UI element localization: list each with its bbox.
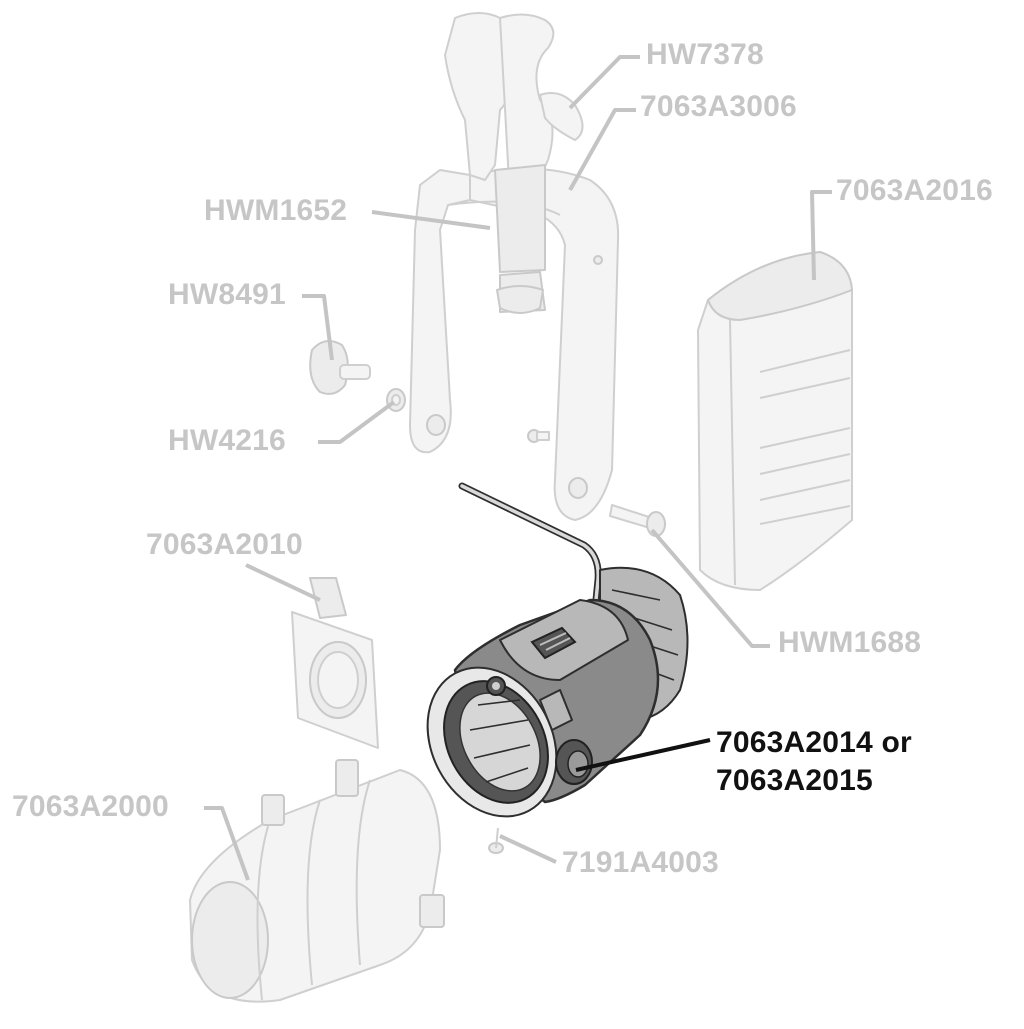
leader-a2000 bbox=[204, 806, 250, 881]
vent-grill bbox=[530, 626, 577, 660]
barrel-part bbox=[189, 759, 445, 1003]
cover-part bbox=[697, 251, 853, 591]
leader-hw4216 bbox=[318, 400, 396, 444]
washer-hw4216 bbox=[386, 388, 406, 412]
label-hw7378: HW7378 bbox=[646, 38, 764, 71]
leader-a4003 bbox=[499, 834, 557, 864]
screw-hwm1688 bbox=[609, 504, 666, 537]
plate-part bbox=[291, 577, 379, 749]
leader-a3006 bbox=[568, 108, 636, 191]
label-7063a2016: 7063A2016 bbox=[836, 174, 993, 207]
leader-hw8491 bbox=[302, 294, 334, 361]
leader-hw7378 bbox=[568, 55, 640, 110]
screw-7191a4003 bbox=[488, 827, 504, 854]
label-7063a2000: 7063A2000 bbox=[12, 790, 169, 823]
socket-knob bbox=[555, 739, 593, 785]
yoke-part bbox=[409, 167, 620, 521]
leader-lines bbox=[204, 55, 832, 881]
screw-small bbox=[527, 429, 550, 443]
leader-a2016 bbox=[810, 190, 832, 281]
lamp-housing-part bbox=[426, 482, 689, 818]
label-7063a2010: 7063A2010 bbox=[146, 528, 303, 561]
leader-highlight bbox=[575, 738, 711, 772]
label-7063a3006: 7063A3006 bbox=[640, 90, 797, 123]
clamp-part bbox=[444, 12, 584, 314]
label-7191a4003: 7191A4003 bbox=[562, 846, 719, 879]
knob-hw8491 bbox=[309, 340, 371, 395]
label-hw8491: HW8491 bbox=[168, 278, 286, 311]
leader-hwm1652 bbox=[371, 210, 491, 230]
label-highlight-line1: 7063A2014 or bbox=[716, 726, 912, 759]
label-hw4216: HW4216 bbox=[168, 424, 286, 457]
label-hwm1688: HWM1688 bbox=[778, 626, 922, 659]
leader-hwm1688 bbox=[650, 528, 770, 648]
label-hwm1652: HWM1652 bbox=[204, 194, 348, 227]
leader-a2010 bbox=[245, 563, 321, 602]
label-highlight-line2: 7063A2015 bbox=[716, 764, 873, 797]
